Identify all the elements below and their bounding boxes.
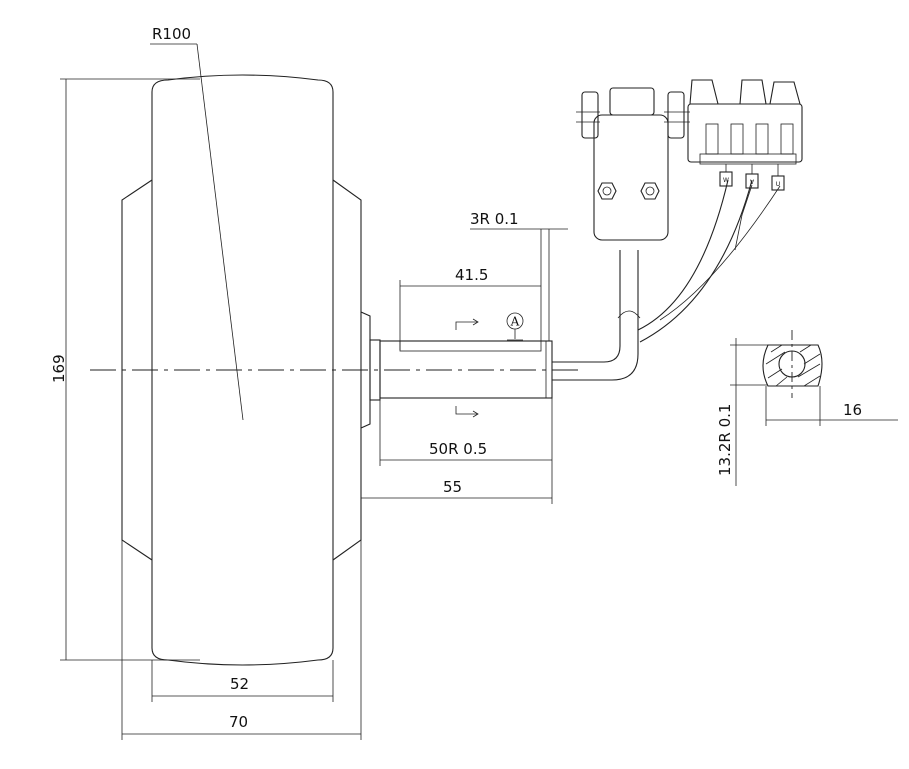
pin-v-label: V [750, 179, 755, 186]
motor-shaft [379, 340, 553, 399]
shaft-diameter-label: 16 [843, 401, 862, 419]
shaft-section-view [762, 330, 823, 398]
key-height-label: 3R 0.1 [470, 210, 519, 228]
shaft-key [399, 340, 542, 352]
height-dimension: 169 [50, 78, 200, 661]
tire-width-dimension: 52 [151, 660, 334, 702]
hub-width-label: 70 [229, 713, 248, 731]
pin-w-label: W [723, 177, 729, 184]
hub-width-dimension: 70 [121, 540, 362, 740]
encoder-cable [552, 250, 641, 381]
height-label: 169 [50, 354, 68, 383]
flat-height-dimension: 13.2R 0.1 [716, 338, 768, 486]
shaft-total-label: 55 [443, 478, 462, 496]
datum-label: A [510, 315, 520, 329]
power-connector: W V U [687, 79, 803, 191]
shaft-total-dimension: 55 [360, 428, 553, 504]
pin-u-label: U [776, 181, 780, 188]
shaft-diameter-dimension: 16 [765, 386, 898, 426]
power-cable [637, 179, 781, 343]
radius-dimension: R100 [150, 25, 244, 421]
key-length-label: 41.5 [455, 266, 488, 284]
key-length-dimension: 41.5 [399, 266, 541, 350]
flat-height-label: 13.2R 0.1 [716, 404, 734, 476]
tire-width-label: 52 [230, 675, 249, 693]
section-marker: A [455, 312, 524, 418]
shaft-length-dimension: 50R 0.5 [379, 398, 553, 466]
shaft-length-label: 50R 0.5 [429, 440, 487, 458]
radius-label: R100 [152, 25, 191, 43]
key-height-dimension: 3R 0.1 [470, 210, 568, 341]
d-sub-connector [576, 87, 690, 241]
